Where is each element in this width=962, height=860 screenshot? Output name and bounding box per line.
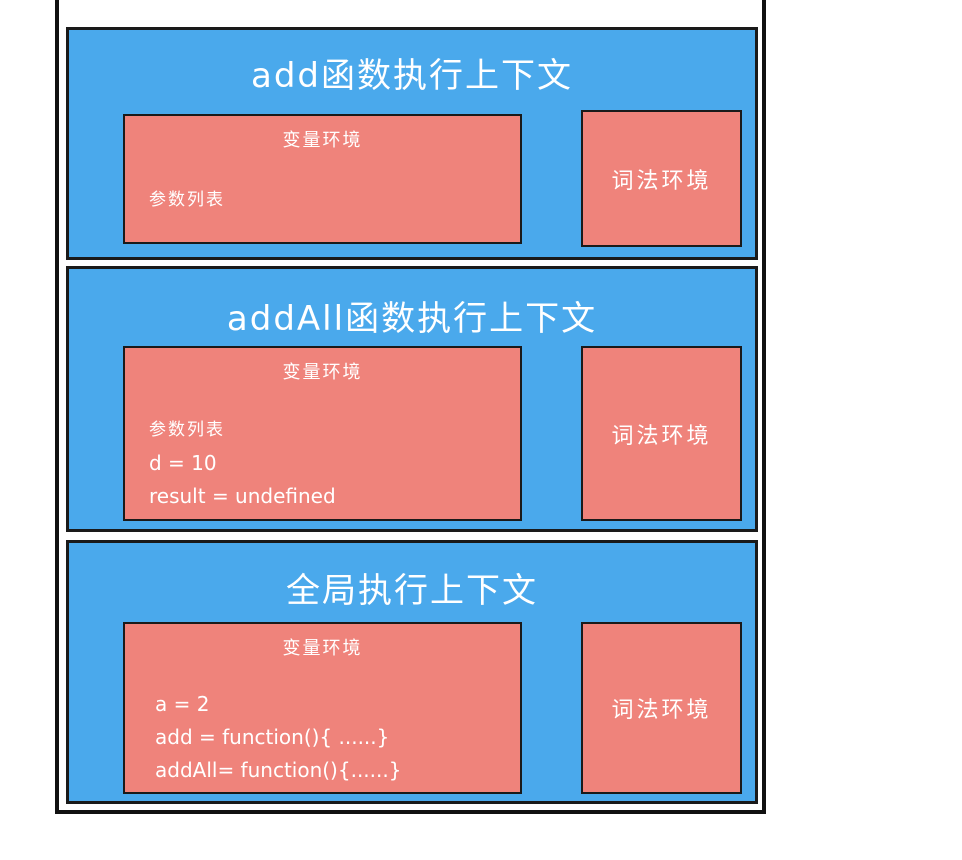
variable-environment-title: 变量环境 [282, 638, 363, 659]
context-global: 全局执行上下文 变量环境 a = 2 add = function(){ ...… [66, 540, 758, 804]
lexical-environment: 词法环境 [581, 346, 742, 521]
variable-line: result = undefined [149, 484, 336, 508]
lexical-environment-title: 词法环境 [611, 168, 712, 194]
variable-environment: 变量环境 参数列表 [123, 114, 522, 244]
variable-environment-title: 变量环境 [282, 130, 363, 151]
variable-line: 参数列表 [149, 190, 225, 210]
variable-line: a = 2 [155, 692, 210, 716]
variable-environment: 变量环境 a = 2 add = function(){ ......} add… [123, 622, 522, 794]
variable-line: add = function(){ ......} [155, 725, 390, 749]
lexical-environment-title: 词法环境 [611, 423, 712, 449]
variable-list: a = 2 add = function(){ ......} addAll= … [155, 688, 401, 787]
variable-list: 参数列表 [149, 184, 225, 217]
context-add: add函数执行上下文 变量环境 参数列表 词法环境 [66, 27, 758, 260]
variable-environment: 变量环境 参数列表 d = 10 result = undefined [123, 346, 522, 521]
variable-line: 参数列表 [149, 420, 225, 440]
context-addall: addAll函数执行上下文 变量环境 参数列表 d = 10 result = … [66, 266, 758, 532]
lexical-environment-title: 词法环境 [611, 698, 712, 723]
variable-line: d = 10 [149, 451, 217, 475]
variable-environment-title: 变量环境 [282, 362, 363, 383]
context-title: 全局执行上下文 [286, 571, 538, 611]
variable-line: addAll= function(){......} [155, 758, 402, 782]
lexical-environment: 词法环境 [581, 622, 742, 794]
context-title: add函数执行上下文 [251, 56, 573, 96]
variable-list: 参数列表 d = 10 result = undefined [149, 414, 336, 513]
context-title: addAll函数执行上下文 [226, 299, 598, 339]
lexical-environment: 词法环境 [581, 110, 742, 247]
